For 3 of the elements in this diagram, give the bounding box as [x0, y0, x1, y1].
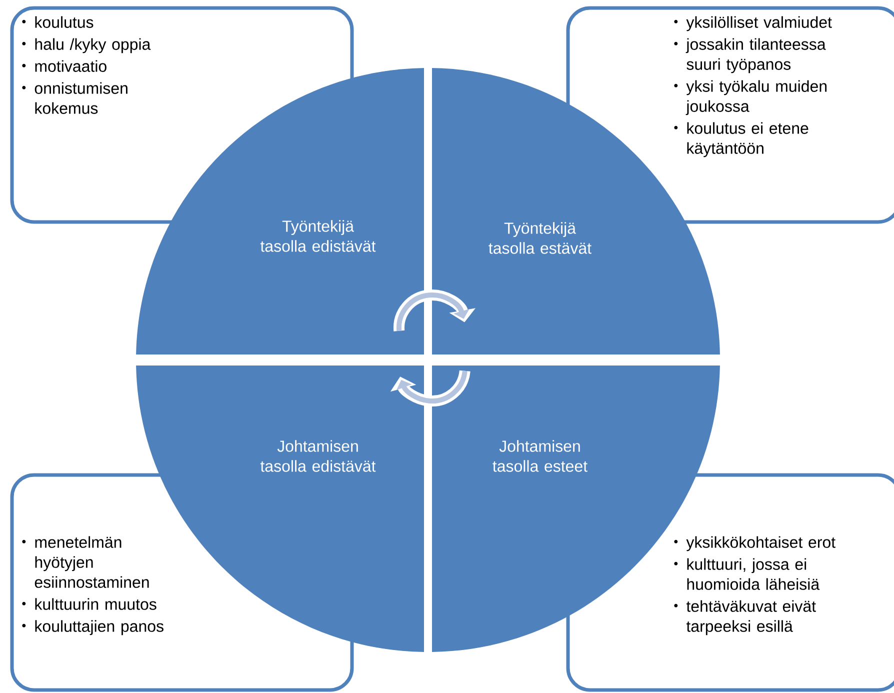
curved-arrow [394, 290, 476, 331]
curved-arrow [390, 370, 470, 406]
quadrant: Työntekijä tasolla edistävät [136, 68, 424, 354]
